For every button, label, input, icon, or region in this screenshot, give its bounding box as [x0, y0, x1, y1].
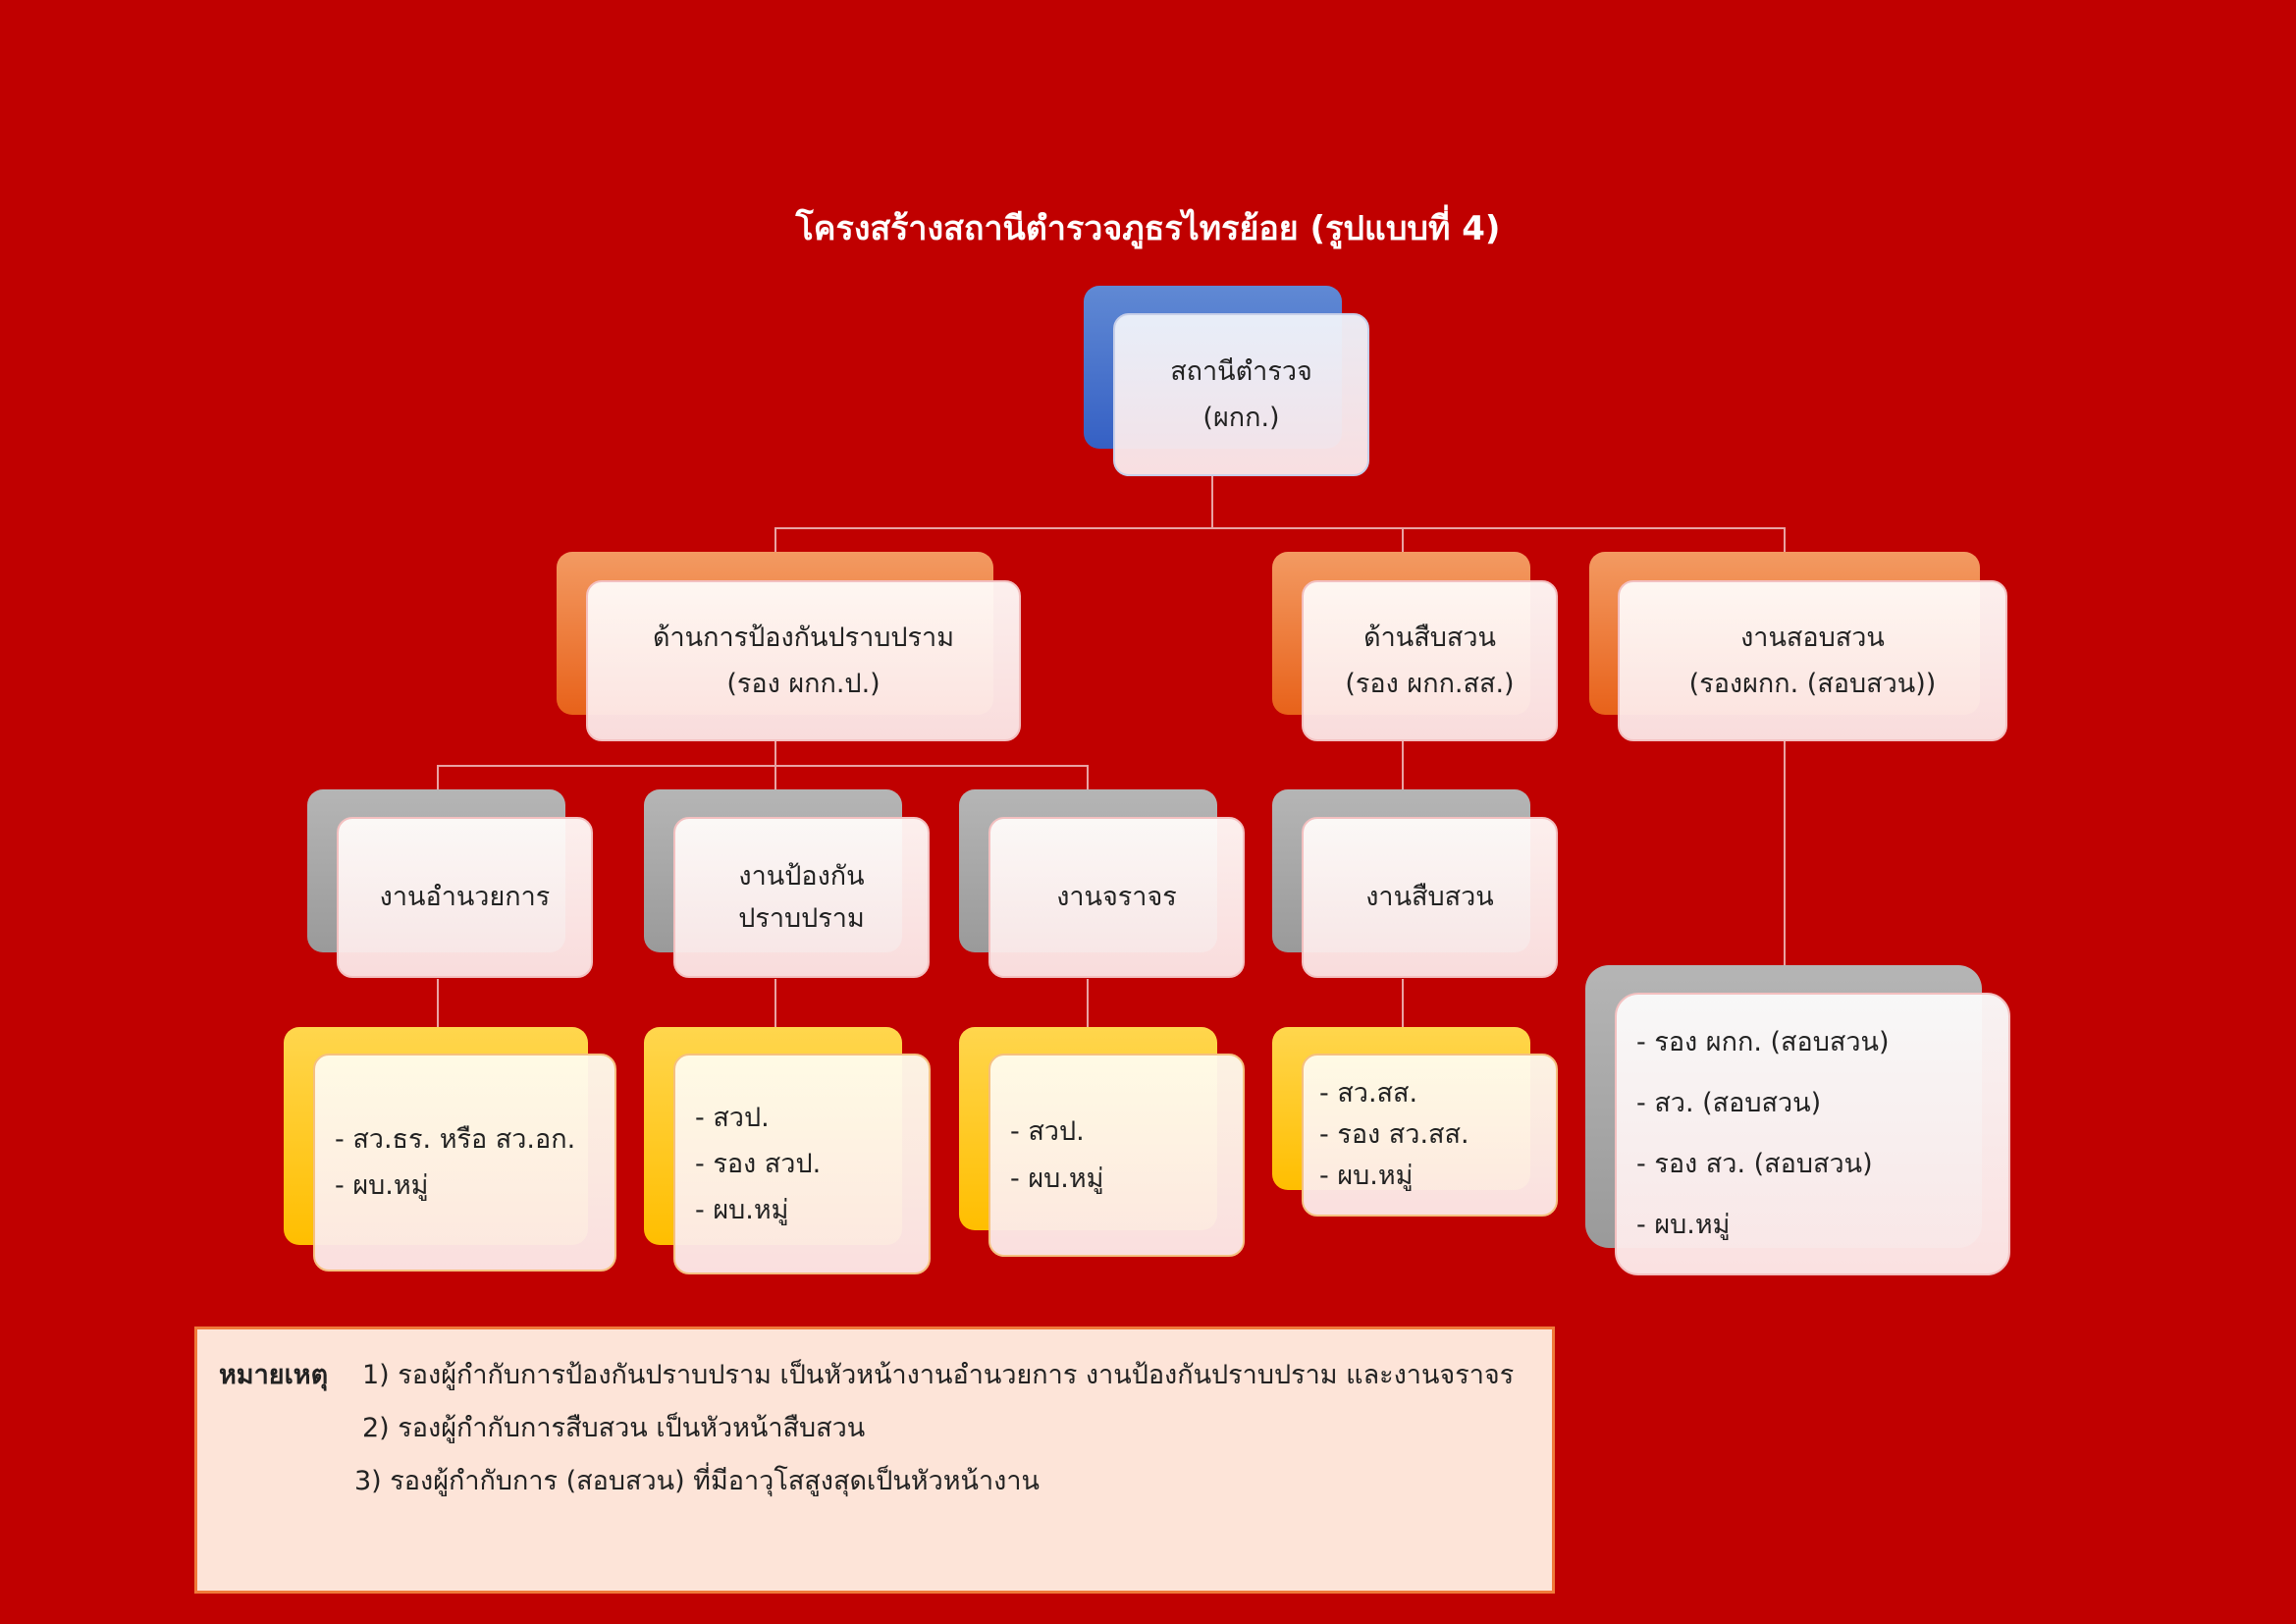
connector	[1402, 527, 1404, 557]
note-item: 3) รองผู้กำกับการ (สอบสวน) ที่มีอาวุโสสู…	[354, 1466, 1040, 1496]
node-sublabel: (รอง ผกก.ป.)	[726, 669, 881, 699]
staff-item: - สวป.	[695, 1102, 770, 1133]
connector	[1402, 741, 1404, 795]
node-label: งานสอบสวน	[1740, 622, 1885, 653]
node-prevention: ด้านการป้องกันปราบปราม (รอง ผกก.ป.)	[586, 580, 1021, 741]
connector	[1402, 979, 1404, 1030]
node-investigation-staff: - สว.สส. - รอง สว.สส. - ผบ.หมู่	[1302, 1054, 1558, 1217]
staff-item: - รอง ผกก. (สอบสวน)	[1636, 1026, 1890, 1057]
node-label: ด้านสืบสวน	[1363, 622, 1496, 653]
node-investigation: งานสืบสวน	[1302, 817, 1558, 978]
node-inquiry: งานสอบสวน (รองผกก. (สอบสวน))	[1618, 580, 2007, 741]
staff-item: - สว.ธร. หรือ สว.อก.	[335, 1123, 576, 1155]
node-suppression: งานป้องกัน ปราบปราม	[673, 817, 930, 978]
staff-item: - ผบ.หมู่	[1636, 1210, 1731, 1241]
node-admin-staff: - สว.ธร. หรือ สว.อก. - ผบ.หมู่	[313, 1054, 616, 1272]
node-label: สถานีตำรวจ	[1170, 355, 1312, 387]
staff-item: - รอง สวป.	[695, 1148, 822, 1179]
staff-item: - ผบ.หมู่	[695, 1195, 789, 1226]
node-inquiry-staff: - รอง ผกก. (สอบสวน) - สว. (สอบสวน) - รอง…	[1615, 993, 2010, 1275]
staff-item: - ผบ.หมู่	[1010, 1163, 1104, 1194]
connector	[437, 979, 439, 1030]
staff-item: - ผบ.หมู่	[1319, 1160, 1414, 1191]
connector	[1784, 741, 1786, 967]
node-investigation-dept: ด้านสืบสวน (รอง ผกก.สส.)	[1302, 580, 1558, 741]
chart-title: โครงสร้างสถานีตำรวจภูธรไทรย้อย (รูปแบบที…	[795, 209, 1501, 248]
node-suppression-staff: - สวป. - รอง สวป. - ผบ.หมู่	[673, 1054, 931, 1274]
node-label: ด้านการป้องกันปราบปราม	[652, 622, 955, 653]
node-sublabel: (ผกก.)	[1202, 403, 1280, 433]
staff-item: - สวป.	[1010, 1116, 1085, 1148]
staff-item: - สว.สส.	[1319, 1078, 1418, 1110]
node-label: งานป้องกัน	[738, 860, 865, 892]
connector	[774, 765, 776, 794]
node-sublabel: (รอง ผกก.สส.)	[1345, 669, 1515, 699]
connector	[1087, 765, 1089, 794]
node-label: งานอำนวยการ	[379, 882, 551, 913]
connector	[1087, 979, 1089, 1030]
connector	[437, 765, 439, 794]
staff-item: - รอง สว. (สอบสวน)	[1636, 1149, 1873, 1179]
connector	[1784, 527, 1786, 557]
node-traffic: งานจราจร	[988, 817, 1245, 978]
connector	[437, 765, 1089, 767]
connector	[774, 979, 776, 1030]
connector	[1211, 476, 1213, 528]
node-sublabel: (รองผกก. (สอบสวน))	[1688, 669, 1937, 699]
staff-item: - สว. (สอบสวน)	[1636, 1087, 1822, 1118]
staff-item: - รอง สว.สส.	[1319, 1119, 1469, 1151]
connector	[774, 527, 776, 557]
node-traffic-staff: - สวป. - ผบ.หมู่	[988, 1054, 1245, 1257]
staff-item: - ผบ.หมู่	[335, 1170, 429, 1201]
notes-box: หมายเหตุ 1) รองผู้กำกับการป้องกันปราบปรา…	[194, 1326, 1555, 1594]
note-item: 2) รองผู้กำกับการสืบสวน เป็นหัวหน้าสืบสว…	[362, 1413, 866, 1443]
connector	[774, 527, 1786, 529]
note-item: 1) รองผู้กำกับการป้องกันปราบปราม เป็นหัว…	[362, 1360, 1515, 1390]
node-sublabel: ปราบปราม	[738, 903, 865, 934]
node-station: สถานีตำรวจ (ผกก.)	[1113, 313, 1369, 476]
connector	[774, 741, 776, 766]
node-label: งานจราจร	[1056, 882, 1177, 913]
node-label: งานสืบสวน	[1365, 882, 1494, 913]
notes-label: หมายเหตุ	[219, 1360, 329, 1390]
node-admin: งานอำนวยการ	[337, 817, 593, 978]
